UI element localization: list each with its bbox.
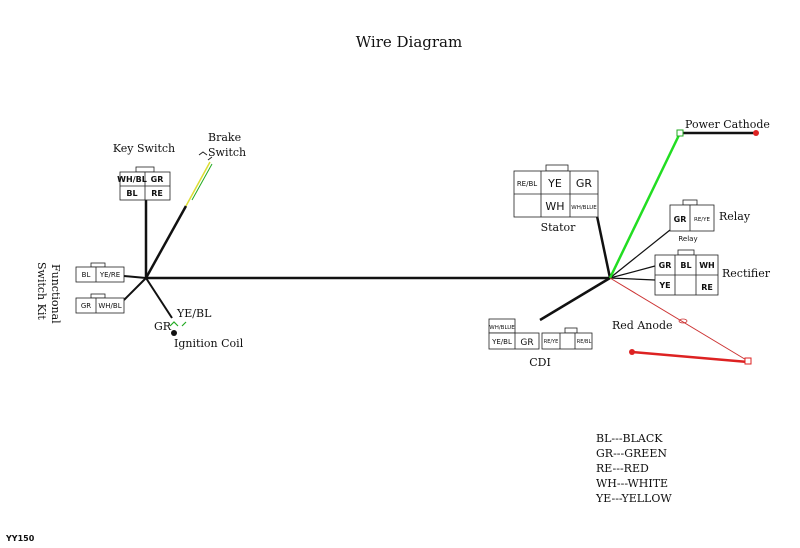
key-switch-cell-re: RE	[151, 189, 163, 198]
stator-wire	[595, 215, 612, 279]
stator-cell-ye: YE	[547, 177, 562, 190]
relay-wire	[609, 229, 671, 279]
cdi-cell-rebl: RE/BL	[577, 339, 592, 345]
ignition-coil-label: Ignition Coil	[174, 337, 244, 350]
func-kit-bottom-connector	[75, 297, 125, 314]
rectifier-cell-ye: YE	[658, 281, 670, 290]
key-switch-tab	[135, 166, 155, 173]
cdi: WH/BLUE YE/BL GR RE/YE RE/BL CDI	[488, 318, 593, 369]
func-kit-top-connector	[75, 266, 125, 283]
stator-label: Stator	[541, 221, 577, 234]
rectifier-label: Rectifier	[722, 267, 771, 280]
brake-switch-wire-black	[144, 205, 188, 279]
brake-switch-connector-icon	[198, 151, 213, 161]
func-kit-cell-bl: BL	[82, 271, 91, 279]
stator: RE/BL YE GR WH WH/BLUE Stator	[513, 164, 599, 234]
brake-switch-label-line1: Brake	[208, 131, 241, 144]
key-switch-cell-bl: BL	[126, 189, 137, 198]
cdi-cell-whblue: WH/BLUE	[489, 325, 515, 331]
relay-connector	[669, 204, 715, 232]
func-kit-cell-whbl: WH/BL	[98, 302, 121, 310]
stator-tab	[545, 164, 569, 172]
red-anode-label: Red Anode	[612, 319, 673, 332]
rectifier-wire-2	[609, 277, 656, 281]
key-switch: Key Switch WH/BL GR BL RE	[113, 142, 175, 201]
relay: GR RE/YE Relay Relay	[669, 199, 751, 243]
relay-sub-label: Relay	[678, 235, 697, 243]
legend-item: RE---RED	[596, 462, 649, 475]
func-kit-cell-gr: GR	[81, 302, 91, 310]
cdi-right-tab	[564, 327, 578, 334]
cdi-cell-gr: GR	[520, 338, 533, 348]
ignition-coil-terminal	[171, 330, 177, 336]
cdi-right-connector	[541, 332, 593, 350]
rectifier-cell-re: RE	[701, 283, 713, 292]
cdi-cell-yebl: YE/BL	[491, 338, 512, 346]
func-kit-label-line1: Functional	[49, 264, 62, 324]
relay-tab	[682, 199, 698, 206]
power-cathode-label: Power Cathode	[685, 118, 770, 131]
stator-cell-rebl: RE/BL	[517, 180, 537, 188]
red-anode-thin-wire	[609, 277, 749, 362]
red-anode-inline-fuse	[678, 318, 688, 324]
functional-switch-kit: Functional Switch Kit BL YE/RE GR WH/BL	[35, 262, 125, 324]
key-switch-cell-whbl: WH/BL	[117, 175, 147, 184]
rectifier: GR BL WH YE RE Rectifier	[654, 249, 771, 296]
power-cathode-fuse	[676, 129, 684, 137]
brake-switch-wire-green	[191, 163, 213, 201]
cdi-bottom-connector	[488, 332, 540, 350]
legend-item: WH---WHITE	[596, 477, 668, 490]
ignition-coil-wire	[145, 277, 173, 319]
func-kit-label-line2: Switch Kit	[35, 262, 48, 320]
func-kit-cell-yere: YE/RE	[99, 271, 120, 279]
cdi-wire	[539, 276, 611, 322]
relay-cell-gr: GR	[674, 215, 687, 224]
red-anode-thick-wire	[631, 350, 749, 364]
power-cathode-green-wire	[608, 132, 682, 279]
rectifier-cell-bl: BL	[680, 261, 691, 270]
relay-label: Relay	[719, 210, 751, 223]
legend-item: BL---BLACK	[596, 432, 663, 445]
rectifier-cell-gr: GR	[659, 261, 672, 270]
red-anode-terminal	[629, 349, 635, 355]
key-switch-cell-gr: GR	[151, 175, 164, 184]
rectifier-wire-1	[609, 265, 656, 279]
brake-switch-label-line2: Switch	[208, 146, 246, 159]
cdi-label: CDI	[529, 356, 551, 369]
rectifier-cell-wh: WH	[699, 261, 715, 270]
brake-switch: Brake Switch	[208, 131, 246, 159]
func-kit-wire-bottom	[123, 277, 147, 301]
func-kit-wire-top	[123, 275, 147, 279]
cdi-cell-reye: RE/YE	[544, 339, 559, 345]
stator-cell-gr: GR	[576, 177, 593, 190]
stator-cell-whblue: WH/BLUE	[571, 205, 597, 211]
power-cathode-terminal	[753, 130, 759, 136]
model-code: YY150	[5, 534, 35, 543]
brake-switch-wire-yellow	[185, 161, 211, 207]
stator-cell-wh: WH	[545, 200, 564, 213]
ignition-coil-yebl-label: YE/BL	[176, 307, 212, 320]
ignition-coil-gr-label: GR	[154, 320, 172, 333]
ignition-coil: YE/BL GR Ignition Coil	[154, 307, 244, 350]
rectifier-tab	[677, 249, 695, 256]
key-switch-label: Key Switch	[113, 142, 175, 155]
ignition-coil-connector-icon	[169, 321, 187, 327]
red-anode-fuse	[744, 357, 752, 365]
relay-cell-reye: RE/YE	[694, 217, 711, 223]
legend-item: YE---YELLOW	[595, 492, 672, 505]
legend-item: GR---GREEN	[596, 447, 667, 460]
func-kit-top-tab	[90, 262, 106, 268]
func-kit-bottom-tab	[90, 293, 106, 299]
diagram-title: Wire Diagram	[356, 33, 462, 51]
color-legend: BL---BLACK GR---GREEN RE---RED WH---WHIT…	[595, 432, 672, 505]
harness-wires	[123, 131, 756, 364]
